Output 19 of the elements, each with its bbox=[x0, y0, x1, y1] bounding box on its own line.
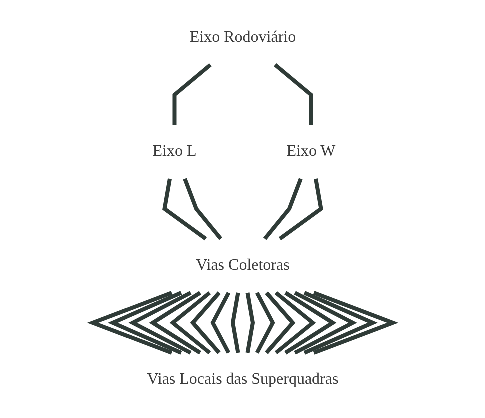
connector bbox=[172, 63, 212, 125]
connector bbox=[254, 292, 275, 354]
connector bbox=[210, 292, 230, 354]
node-text: Eixo Rodoviário bbox=[189, 29, 296, 46]
connector bbox=[312, 291, 398, 355]
connector bbox=[262, 178, 302, 240]
connector bbox=[274, 63, 313, 125]
connector bbox=[245, 292, 255, 354]
connector bbox=[108, 291, 182, 355]
connector bbox=[86, 291, 172, 355]
node-text: Eixo L bbox=[152, 143, 196, 160]
connector bbox=[278, 178, 323, 241]
connector bbox=[162, 178, 207, 241]
connector bbox=[230, 292, 240, 354]
connector bbox=[303, 291, 378, 355]
node-text: Vias Coletoras bbox=[196, 257, 290, 274]
connector bbox=[182, 178, 222, 240]
node-text: Eixo W bbox=[286, 143, 336, 160]
node-text: Vias Locais das Superquadras bbox=[146, 371, 338, 388]
